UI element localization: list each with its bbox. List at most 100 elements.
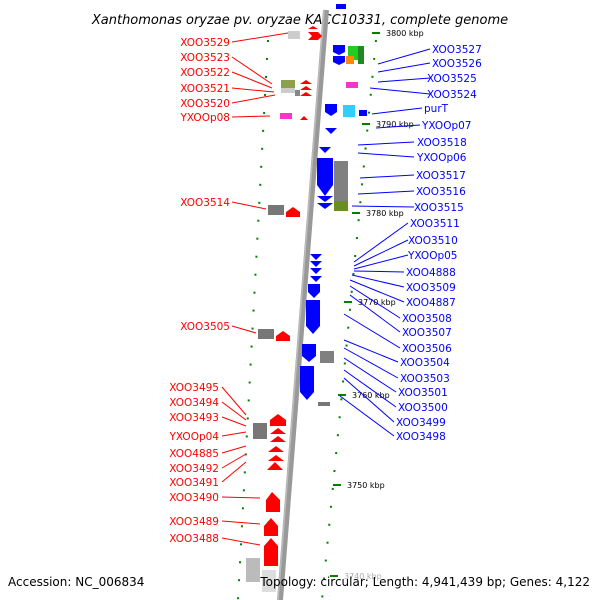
forward-gene — [270, 414, 286, 426]
gene-label[interactable]: XOO3499 — [396, 417, 446, 429]
gene-label[interactable]: YXOOp06 — [416, 152, 467, 164]
gene-label[interactable]: XOO3526 — [432, 58, 482, 70]
scale-tick-label: 3760 kbp — [352, 391, 390, 400]
leader-line — [359, 174, 415, 179]
scale-tick-label: 3770 kbp — [358, 298, 396, 307]
gene-label[interactable]: XOO3517 — [416, 170, 466, 182]
leader-line — [357, 190, 415, 195]
leader-line — [231, 325, 257, 334]
gene-label[interactable]: XOO3493 — [169, 412, 219, 424]
gene-label[interactable]: XOO3498 — [396, 431, 446, 443]
gene-label[interactable]: XOO3520 — [180, 98, 230, 110]
gene-label[interactable]: XOO3491 — [169, 477, 219, 489]
gene-block — [281, 80, 295, 88]
gene-label[interactable]: YXOOp08 — [180, 112, 231, 124]
gene-label[interactable]: purT — [424, 103, 449, 115]
reverse-gene — [325, 128, 337, 134]
gene-label[interactable]: XOO3490 — [169, 492, 219, 504]
gene-label[interactable]: XOO3515 — [414, 202, 464, 214]
forward-gene — [267, 462, 283, 470]
gene-label[interactable]: YXOOp05 — [407, 250, 458, 262]
gene-label[interactable]: XOO3510 — [408, 235, 458, 247]
gene-label[interactable]: XOO3521 — [180, 83, 230, 95]
gene-label[interactable]: XOO3504 — [400, 357, 450, 369]
reverse-gene — [336, 4, 346, 9]
leader-line — [231, 32, 289, 43]
gene-label[interactable]: XOO3516 — [416, 186, 466, 198]
leader-line — [231, 87, 275, 93]
left-gene-labels: XOO3529 XOO3523 XOO3522 XOO3521 XOO3520 … — [169, 37, 231, 545]
gene-label[interactable]: XOO3505 — [180, 321, 230, 333]
gene-label[interactable]: XOO3524 — [427, 89, 477, 101]
reverse-gene — [308, 284, 320, 298]
gene-label[interactable]: XOO3518 — [417, 137, 467, 149]
gene-label[interactable]: XOO3509 — [406, 282, 456, 294]
leader-lines — [221, 32, 431, 546]
leader-line — [353, 254, 409, 270]
leader-line — [231, 71, 273, 89]
forward-gene — [264, 538, 278, 566]
leader-line — [353, 270, 405, 273]
gene-block — [258, 329, 274, 339]
gene-label[interactable]: XOO4887 — [406, 297, 456, 309]
forward-gene — [270, 428, 286, 434]
gene-label[interactable]: XOO3527 — [432, 44, 482, 56]
topology-text: Topology: circular; Length: 4,941,439 bp… — [259, 575, 590, 589]
reverse-gene — [300, 366, 314, 400]
reverse-gene — [359, 110, 367, 116]
gene-label[interactable]: XOO3503 — [400, 373, 450, 385]
gene-label[interactable]: XOO3492 — [169, 463, 219, 475]
reverse-gene — [302, 344, 316, 362]
gene-label[interactable]: XOO3507 — [402, 327, 452, 339]
gene-label[interactable]: XOO3494 — [169, 397, 219, 409]
leader-line — [221, 537, 261, 546]
genome-axis — [277, 9, 329, 600]
gene-label[interactable]: XOO3488 — [169, 533, 219, 545]
gene-label[interactable]: XOO3500 — [398, 402, 448, 414]
gene-block — [334, 161, 348, 201]
gene-block — [320, 351, 334, 363]
leader-line — [377, 77, 431, 83]
gene-label[interactable]: XOO3495 — [169, 382, 219, 394]
reverse-gene — [310, 254, 322, 260]
leader-line — [221, 445, 247, 454]
gene-block — [262, 570, 276, 592]
leader-line — [343, 347, 399, 379]
rna-gene — [343, 105, 355, 117]
gene-label[interactable]: XOO4885 — [169, 448, 219, 460]
gene-label[interactable]: XOO3506 — [402, 343, 452, 355]
leader-line — [221, 416, 247, 427]
accession-text: Accession: NC_006834 — [8, 575, 144, 589]
forward-gene — [266, 492, 280, 512]
gene-label[interactable]: XOO3523 — [180, 52, 230, 64]
leader-line — [375, 124, 421, 129]
forward-gene — [268, 446, 284, 452]
scale-tick-label: 3790 kbp — [376, 120, 414, 129]
reverse-gene — [306, 300, 320, 334]
leader-line — [351, 205, 415, 208]
gene-label[interactable]: XOO3489 — [169, 516, 219, 528]
gene-block — [334, 201, 348, 211]
gene-label[interactable]: YXOOp04 — [169, 431, 220, 443]
gene-label[interactable]: XOO4888 — [406, 267, 456, 279]
gene-block — [346, 56, 354, 64]
gene-label[interactable]: XOO3522 — [180, 67, 230, 79]
gene-block — [246, 558, 260, 582]
gene-block — [288, 31, 300, 39]
forward-gene — [270, 436, 286, 442]
forward-gene — [300, 92, 312, 96]
reverse-gene — [319, 147, 331, 153]
leader-line — [377, 62, 431, 73]
gene-label[interactable]: XOO3511 — [410, 218, 460, 230]
gene-label[interactable]: XOO3508 — [402, 313, 452, 325]
gene-features — [246, 4, 367, 592]
scale-tick-label: 3780 kbp — [366, 209, 404, 218]
gene-label[interactable]: XOO3525 — [427, 73, 477, 85]
forward-gene — [268, 455, 284, 461]
gene-label[interactable]: YXOOp07 — [421, 120, 472, 132]
scale-tick-label: 3740 kbp — [344, 572, 382, 581]
gene-label[interactable]: XOO3501 — [398, 387, 448, 399]
gene-label[interactable]: XOO3529 — [180, 37, 230, 49]
gene-label[interactable]: XOO3514 — [180, 197, 230, 209]
